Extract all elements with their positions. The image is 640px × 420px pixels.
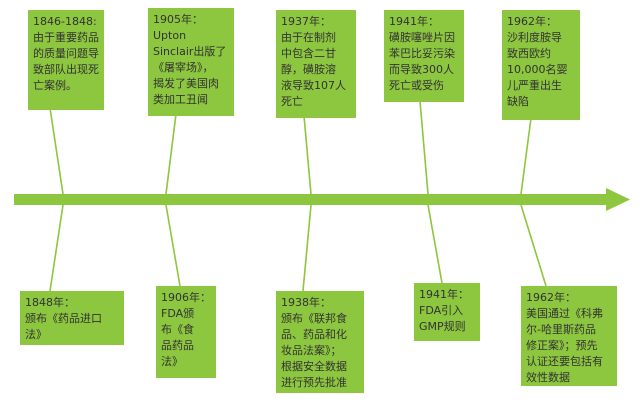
event-box-1938: 1938年： 颁布《联邦食 品、药品和化 妆品法案》； 根据安全数据 进行预先批…	[276, 291, 364, 393]
connector-line	[520, 204, 547, 287]
connector-line	[49, 107, 64, 195]
event-box-1846-1848: 1846-1848: 由于重要药品 的质量问题导 致部队出现死 亡案例。	[28, 10, 104, 110]
event-box-1941-bottom: 1941年： FDA引入 GMP规则	[414, 283, 480, 341]
connector-line	[520, 117, 532, 195]
event-box-1962-top: 1962年： 沙利度胺导 致西欧约 10,000名婴 儿严重出生 缺陷	[502, 10, 580, 120]
timeline-bar	[14, 194, 606, 205]
event-box-1937: 1937年： 由于在制剂 中包含二甘 醇，磺胺溶 液导致107人 死亡	[276, 10, 356, 118]
connector-line	[302, 204, 312, 292]
connector-line	[427, 204, 443, 284]
connector-line	[303, 115, 312, 195]
event-box-1941-top: 1941年： 磺胺噻唑片因 苯巴比妥污染 而导致300人 死亡或受伤	[384, 10, 464, 102]
event-box-1906: 1906年： FDA颁 布《食 品药品 法》	[156, 286, 216, 378]
timeline-arrowhead-icon	[606, 188, 630, 211]
connector-line	[165, 113, 177, 195]
event-box-1905: 1905年： Upton Sinclair出版了 《屠宰场》， 揭发了美国肉 类…	[148, 8, 234, 116]
event-box-1962-bottom: 1962年： 美国通过《科弗 尔-哈里斯药品 修正案》；预先 认证还要包括有 效…	[521, 286, 617, 386]
connector-line	[49, 204, 64, 292]
connector-line	[419, 100, 429, 195]
event-box-1848: 1848年： 颁布《药品进口 法》	[20, 291, 124, 345]
connector-line	[165, 204, 181, 287]
